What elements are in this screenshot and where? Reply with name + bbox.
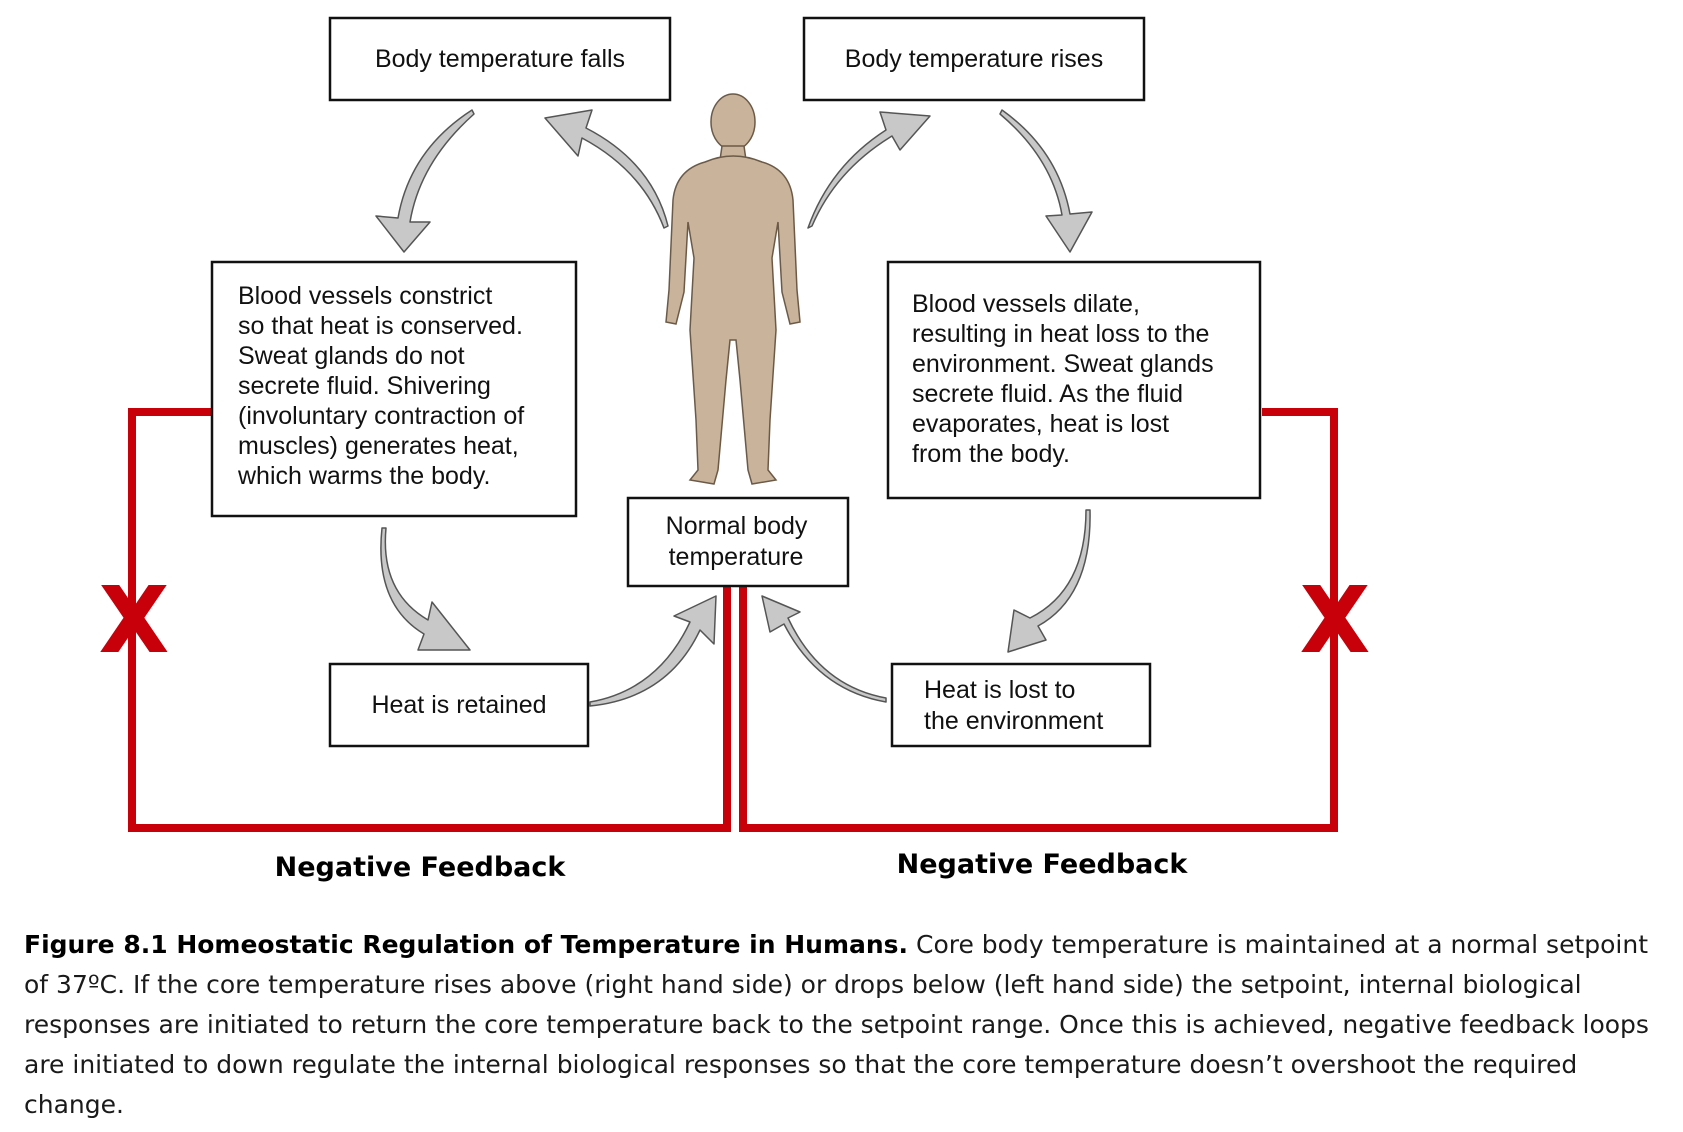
x-mark-left: X	[99, 567, 170, 674]
feedback-loop-right	[739, 408, 1338, 832]
left-response-line: muscles) generates heat,	[238, 432, 519, 460]
box-heat-is-lost: Heat is lost to the environment	[890, 662, 1152, 748]
box-body-temperature-rises: Body temperature rises	[802, 16, 1146, 102]
left-response-line: (involuntary contraction of	[238, 402, 524, 430]
arrow-rises-to-right-response	[999, 109, 1093, 253]
left-response-line: Sweat glands do not	[238, 342, 465, 370]
arrow-falls-to-left-response	[375, 109, 475, 253]
arrow-figure-to-rises	[807, 111, 931, 229]
feedback-loop-left	[128, 408, 731, 832]
figure-caption: Figure 8.1 Homeostatic Regulation of Tem…	[24, 925, 1664, 1125]
right-response-line: Blood vessels dilate,	[912, 290, 1140, 318]
box-body-temperature-falls-text: Body temperature falls	[375, 45, 625, 73]
box-left-response: Blood vessels constrict so that heat is …	[210, 260, 578, 518]
heat-lost-line: Heat is lost to	[924, 676, 1075, 704]
box-heat-is-retained: Heat is retained	[328, 662, 590, 748]
right-response-line: resulting in heat loss to the	[912, 320, 1209, 348]
negative-feedback-label-right: Negative Feedback	[897, 849, 1189, 880]
x-mark-right: X	[1300, 567, 1371, 674]
arrow-right-response-to-lost	[1007, 509, 1091, 653]
normal-body-temperature-text: Normal body temperature	[666, 512, 815, 571]
arrow-retained-to-normal	[589, 595, 717, 707]
normal-line: Normal body	[666, 512, 808, 540]
arrow-figure-to-falls	[544, 109, 669, 229]
caption-title: Figure 8.1 Homeostatic Regulation of Tem…	[24, 930, 909, 959]
left-response-line: Blood vessels constrict	[238, 282, 492, 310]
left-response-line: so that heat is conserved.	[238, 312, 523, 340]
right-response-line: from the body.	[912, 440, 1070, 468]
box-body-temperature-falls: Body temperature falls	[328, 16, 672, 102]
left-response-line: secrete fluid. Shivering	[238, 372, 491, 400]
right-response-line: environment. Sweat glands	[912, 350, 1214, 378]
heat-is-retained-text: Heat is retained	[371, 691, 546, 719]
caption-text: Core body temperature is maintained at a…	[24, 930, 1649, 1119]
box-body-temperature-rises-text: Body temperature rises	[845, 45, 1103, 73]
right-response-line: evaporates, heat is lost	[912, 410, 1169, 438]
arrow-lost-to-normal	[761, 595, 887, 703]
box-normal-body-temperature: Normal body temperature	[626, 496, 850, 588]
heat-is-lost-text: Heat is lost to the environment	[924, 676, 1103, 735]
left-response-text: Blood vessels constrict so that heat is …	[237, 282, 531, 490]
negative-feedback-label-left: Negative Feedback	[275, 852, 567, 883]
right-response-text: Blood vessels dilate, resulting in heat …	[912, 290, 1221, 468]
left-response-line: which warms the body.	[237, 462, 490, 490]
heat-lost-line: the environment	[924, 707, 1103, 735]
right-response-line: secrete fluid. As the fluid	[912, 380, 1183, 408]
normal-line: temperature	[669, 543, 804, 571]
arrow-left-response-to-retained	[380, 527, 471, 651]
human-figure-icon	[665, 93, 801, 485]
box-right-response: Blood vessels dilate, resulting in heat …	[886, 260, 1262, 500]
